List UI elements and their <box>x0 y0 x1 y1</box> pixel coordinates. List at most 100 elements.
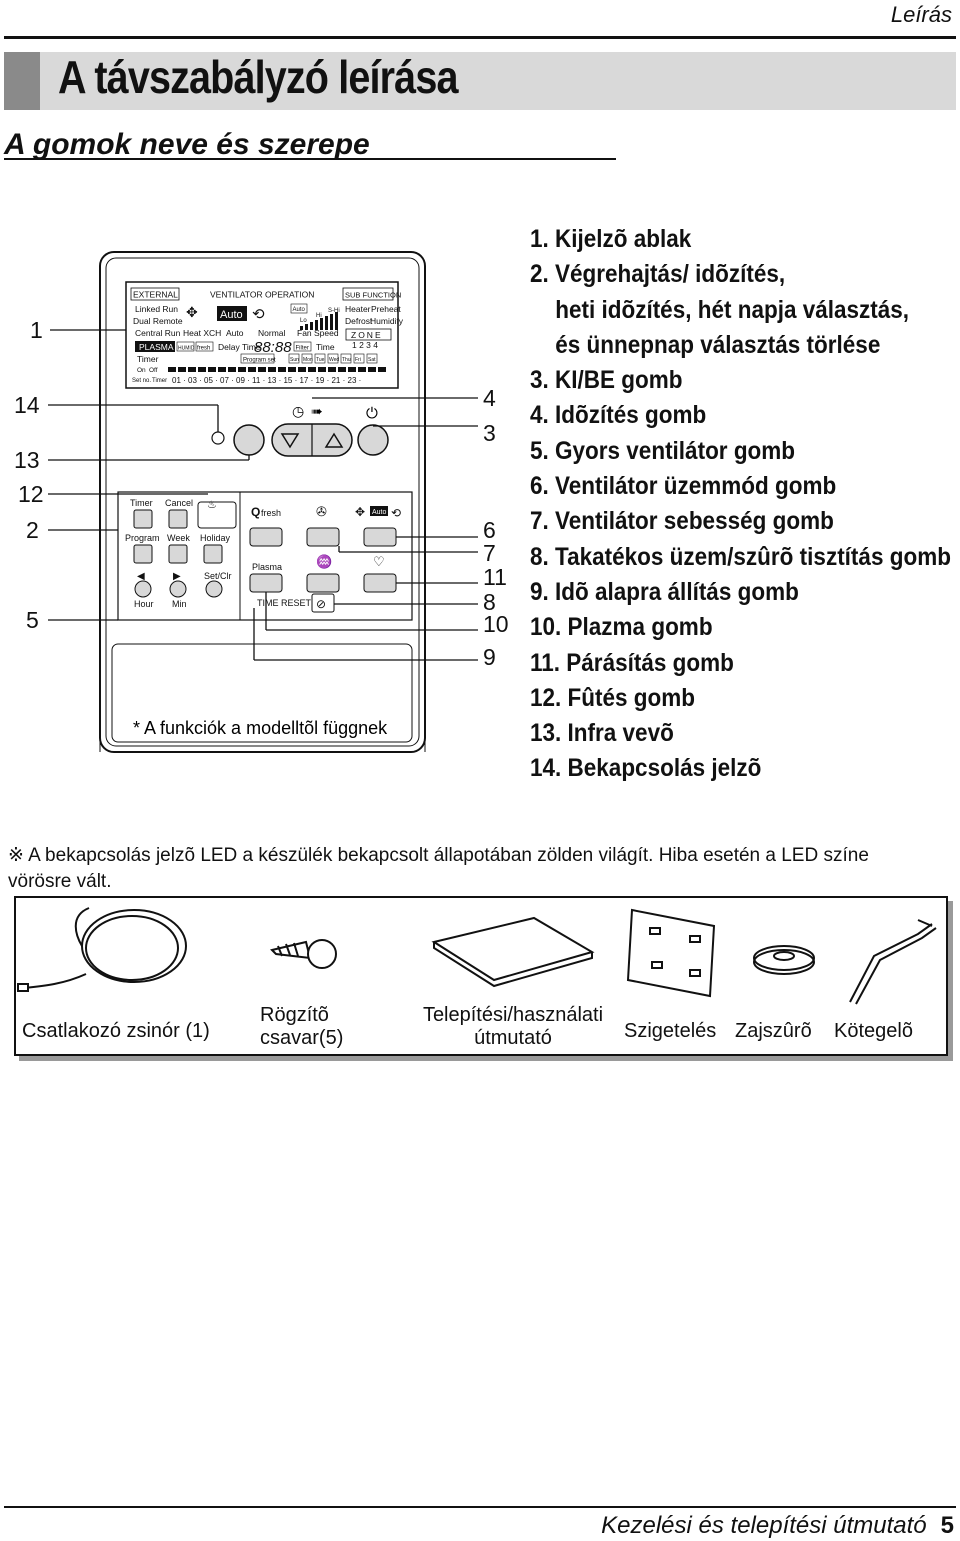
min-button[interactable] <box>169 580 187 598</box>
cancel-button[interactable] <box>168 509 188 529</box>
triangle-up-icon <box>324 432 344 448</box>
callout-5: 5 <box>26 607 39 633</box>
callout-10: 10 <box>483 611 509 637</box>
time-base-button[interactable] <box>311 593 335 613</box>
svg-text:Fri: Fri <box>355 357 361 363</box>
svg-text:Mon: Mon <box>303 357 313 363</box>
cable-icon <box>17 907 187 992</box>
display-hi: Hi <box>316 313 322 319</box>
display-preheat: Preheat <box>371 304 401 314</box>
page-title: A távszabályzó leírása <box>58 51 458 103</box>
holiday-button-label: Holiday <box>200 533 231 543</box>
fan-speed-bars-icon <box>300 312 338 330</box>
legend-item: 14. Bekapcsolás jelzõ <box>530 754 762 783</box>
display-humidify: Humidify <box>370 316 404 326</box>
week-button[interactable] <box>168 544 188 564</box>
legend-item: 1. Kijelzõ ablak <box>530 225 692 253</box>
holiday-button[interactable] <box>203 544 223 564</box>
page-number: 5 <box>940 1512 954 1539</box>
heating-button[interactable] <box>197 501 237 529</box>
clock-icon: ◷ <box>292 403 304 419</box>
display-external: EXTERNAL <box>133 290 178 300</box>
recirculate-icon: ⟲ <box>391 506 401 520</box>
display-program-set: Program set <box>243 358 276 364</box>
header-rule <box>4 36 956 39</box>
hour-button[interactable] <box>134 580 152 598</box>
humidify-button[interactable] <box>306 573 340 593</box>
footer-rule <box>4 1506 956 1508</box>
callout-lines <box>48 329 478 661</box>
set-clr-button-label: Set/Clr <box>204 571 232 581</box>
legend-item: 5. Gyors ventilátor gomb <box>530 436 796 465</box>
callout-8: 8 <box>483 589 496 615</box>
callout-13: 13 <box>14 447 40 473</box>
fresh-button[interactable] <box>249 527 283 547</box>
legend-item: 9. Idõ alapra állítás gomb <box>530 577 799 606</box>
display-normal: Normal <box>258 328 286 338</box>
program-button[interactable] <box>133 544 153 564</box>
triangle-down-icon <box>280 433 300 449</box>
display-shi: S-Hi <box>328 308 340 314</box>
economy-filter-button[interactable] <box>363 573 397 593</box>
exchange-icon: ⟲ <box>252 306 265 323</box>
fan-mode-icon-small: ✥ <box>355 505 365 519</box>
legend-item: és ünnepnap választás törlése <box>555 330 881 359</box>
arrow-right-icon: ➠ <box>311 403 323 419</box>
svg-text:Wed: Wed <box>329 357 339 363</box>
callout-6: 6 <box>483 517 496 543</box>
fan-mode-button[interactable] <box>306 527 340 547</box>
callout-14: 14 <box>14 392 40 418</box>
callout-7: 7 <box>483 540 496 566</box>
display-auto: Auto <box>226 328 244 338</box>
section-rule <box>4 158 616 160</box>
display-on: On <box>137 367 146 374</box>
cancel-button-label: Cancel <box>165 498 193 508</box>
noise-filter-label: Zajszûrõ <box>735 1020 812 1042</box>
legend-item: 10. Plazma gomb <box>530 613 713 642</box>
auto-mode-label: Auto <box>372 509 387 516</box>
cable-tie-icon <box>849 919 937 1005</box>
battery-cover <box>111 643 413 743</box>
on-off-button[interactable] <box>357 424 389 456</box>
display-off: Off <box>149 367 158 374</box>
display-zone-numbers: 1 2 3 4 <box>352 340 378 350</box>
display-ventilator-operation: VENTILATOR OPERATION <box>210 290 314 300</box>
humidify-icon: ♒ <box>316 554 332 569</box>
display-timer: Timer <box>137 354 159 364</box>
display-lo: Lo <box>300 318 307 324</box>
header-section-label: Leírás <box>890 2 952 27</box>
legend-item: 7. Ventilátor sebesség gomb <box>530 507 834 536</box>
note-text: A bekapcsolás jelzõ LED a készülék bekap… <box>8 845 869 892</box>
timer-button[interactable] <box>133 509 153 529</box>
display-dual-remote: Dual Remote <box>133 316 183 326</box>
display-humid: HUMID <box>178 346 195 352</box>
svg-text:Sat: Sat <box>368 357 376 363</box>
plasma-button[interactable] <box>249 573 283 593</box>
display-delay-time: Delay Time <box>218 342 261 352</box>
min-button-label: Min <box>172 599 187 609</box>
callout-3: 3 <box>483 420 496 446</box>
legend-item: 2. Végrehajtás/ idõzítés, <box>530 260 786 289</box>
display-filter: Filter <box>296 346 309 352</box>
section-title: A gomok neve és szerepe <box>4 128 370 161</box>
hour-button-label: Hour <box>134 599 154 609</box>
fan-quick-button[interactable] <box>233 424 265 456</box>
q-icon: Q <box>251 505 260 519</box>
title-bar <box>4 52 956 110</box>
display-set-no: Set no. <box>132 378 151 384</box>
program-button-label: Program <box>125 533 160 543</box>
set-clr-button[interactable] <box>205 580 223 598</box>
cable-tie-label: Kötegelõ <box>834 1020 913 1042</box>
fan-speed-button[interactable] <box>363 527 397 547</box>
legend-item: 4. Idõzítés gomb <box>530 401 707 430</box>
callout-1: 1 <box>30 317 43 343</box>
timer-button-label: Timer <box>130 498 153 508</box>
svg-text:Tue: Tue <box>316 357 325 363</box>
display-auto-small: Auto <box>293 307 306 313</box>
accessories-illustrations <box>17 907 937 1005</box>
button-legend-list: 1. Kijelzõ ablak 2. Végrehajtás/ idõzíté… <box>530 222 951 787</box>
display-sub-function: SUB FUNCTION <box>345 291 401 300</box>
legend-item: 12. Fûtés gomb <box>530 683 696 712</box>
